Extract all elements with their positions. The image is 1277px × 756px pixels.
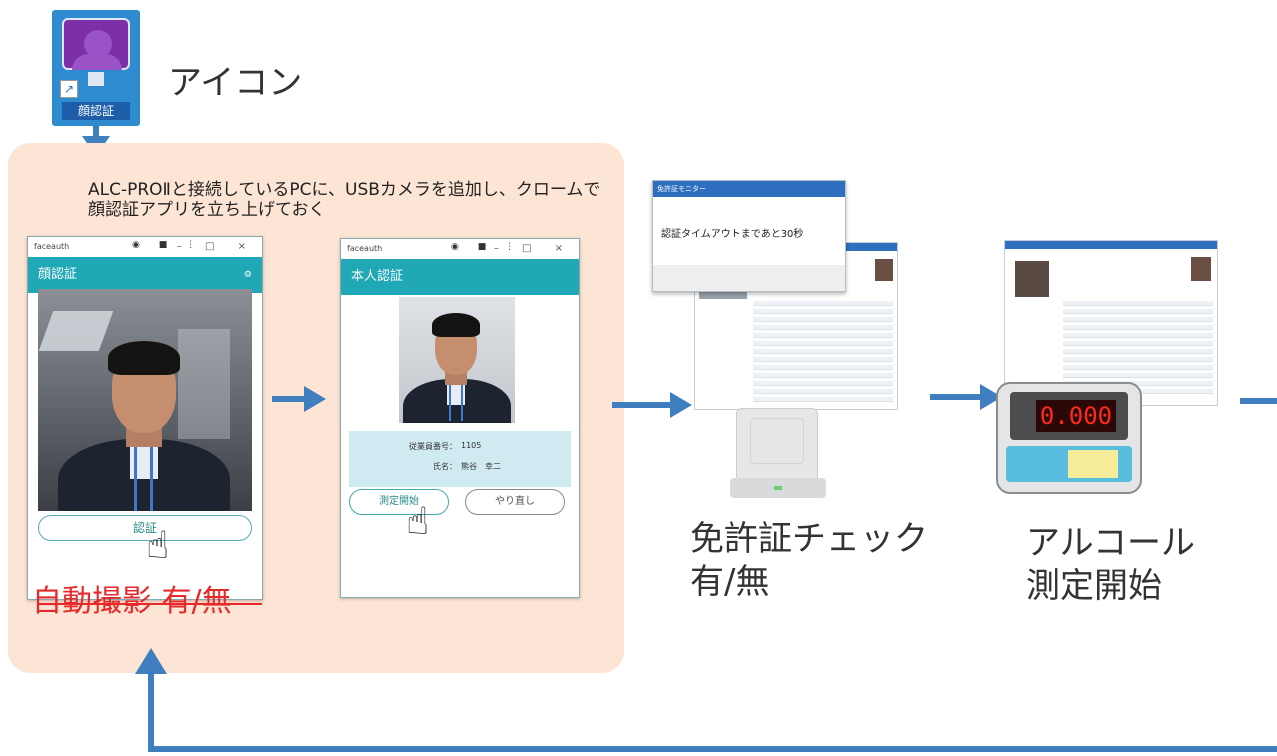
window-title: faceauth bbox=[28, 237, 262, 257]
arrow-shaft bbox=[612, 402, 674, 408]
employee-photo bbox=[399, 297, 515, 423]
browser-extension-icons: ◉ ■ ⋮ bbox=[132, 240, 204, 250]
arrow-shaft bbox=[1240, 398, 1277, 404]
browser-extension-icons: ◉ ■ ⋮ bbox=[451, 242, 523, 252]
alcohol-meter-device: 0.000 bbox=[996, 382, 1142, 494]
app-header-title: 顔認証 bbox=[38, 267, 78, 282]
return-arrow-shaft bbox=[148, 672, 154, 752]
arrow-icon-down-shaft bbox=[93, 126, 99, 144]
license-monitor-popup: 免許証モニター 認証タイムアウトまであと30秒 bbox=[652, 180, 846, 292]
employee-name-label: 氏名： bbox=[433, 462, 457, 471]
employee-name-value: 熊谷 幸二 bbox=[461, 462, 501, 471]
person-head-icon bbox=[84, 30, 112, 58]
authenticate-button[interactable]: 認証 bbox=[38, 515, 252, 541]
arrow-up-icon bbox=[135, 648, 167, 674]
window-controls[interactable]: – □ × bbox=[493, 243, 573, 254]
employee-number-label: 従業員番号： bbox=[409, 442, 457, 451]
start-measurement-label: 測定開始 bbox=[379, 496, 419, 507]
app-header: 顔認証 ⚙ bbox=[28, 257, 262, 293]
retry-button[interactable]: やり直し bbox=[465, 489, 565, 515]
alcohol-label-line2: 測定開始 bbox=[1026, 565, 1162, 606]
pointer-hand-icon: ☝ bbox=[146, 523, 170, 567]
arrow-shaft bbox=[272, 396, 308, 402]
auto-capture-label: 自動撮影 有/無 bbox=[32, 584, 232, 619]
person-body-icon bbox=[72, 54, 122, 70]
window-controls[interactable]: – □ × bbox=[176, 241, 256, 252]
settings-gear-icon[interactable]: ⚙ bbox=[243, 270, 252, 280]
app-icon-label: 顔認証 bbox=[62, 102, 130, 120]
shortcut-arrow-icon: ↗ bbox=[60, 80, 78, 98]
icon-caption: アイコン bbox=[168, 63, 303, 103]
license-check-label: 免許証チェック 有/無 bbox=[690, 518, 928, 603]
retry-button-label: やり直し bbox=[495, 496, 535, 507]
alcohol-label-line1: アルコール bbox=[1026, 523, 1195, 563]
license-check-line2: 有/無 bbox=[690, 561, 770, 602]
monitor-stand-icon bbox=[88, 72, 104, 86]
return-arrow-bottom bbox=[148, 746, 1277, 752]
setup-instruction: ALC-PROⅡと接続しているPCに、USBカメラを追加し、クロームで顔認証アプ… bbox=[88, 180, 601, 220]
employee-info-panel: 従業員番号： 1105 氏名： 熊谷 幸二 bbox=[349, 431, 571, 487]
camera-preview bbox=[38, 289, 252, 511]
arrow-shaft bbox=[930, 394, 984, 400]
face-auth-app-icon[interactable]: ↗ 顔認証 bbox=[52, 10, 140, 126]
face-auth-window: faceauth ◉ ■ ⋮ – □ × 顔認証 ⚙ 認証 bbox=[27, 236, 263, 600]
alcohol-reading: 0.000 bbox=[1036, 400, 1116, 432]
popup-title: 免許証モニター bbox=[653, 181, 845, 197]
arrow-right-icon bbox=[670, 392, 692, 418]
monitor-icon bbox=[62, 18, 130, 70]
app-header: 本人認証 bbox=[341, 259, 579, 295]
license-reader-device bbox=[730, 402, 826, 498]
identity-window: faceauth ◉ ■ ⋮ – □ × 本人認証 従業員番号： 1105 氏名… bbox=[340, 238, 580, 598]
pointer-hand-icon: ☝ bbox=[406, 499, 430, 543]
arrow-right-icon bbox=[304, 386, 326, 412]
alcohol-label: アルコール 測定開始 bbox=[1026, 522, 1195, 607]
popup-message: 認証タイムアウトまであと30秒 bbox=[661, 229, 804, 240]
auto-capture-strike bbox=[42, 603, 262, 605]
license-check-line1: 免許証チェック bbox=[690, 519, 928, 559]
window-title: faceauth bbox=[341, 239, 579, 259]
authenticate-button-label: 認証 bbox=[132, 521, 157, 535]
alcohol-app-screenshot bbox=[1004, 240, 1218, 406]
start-measurement-button[interactable]: 測定開始 bbox=[349, 489, 449, 515]
employee-number-value: 1105 bbox=[461, 441, 482, 450]
